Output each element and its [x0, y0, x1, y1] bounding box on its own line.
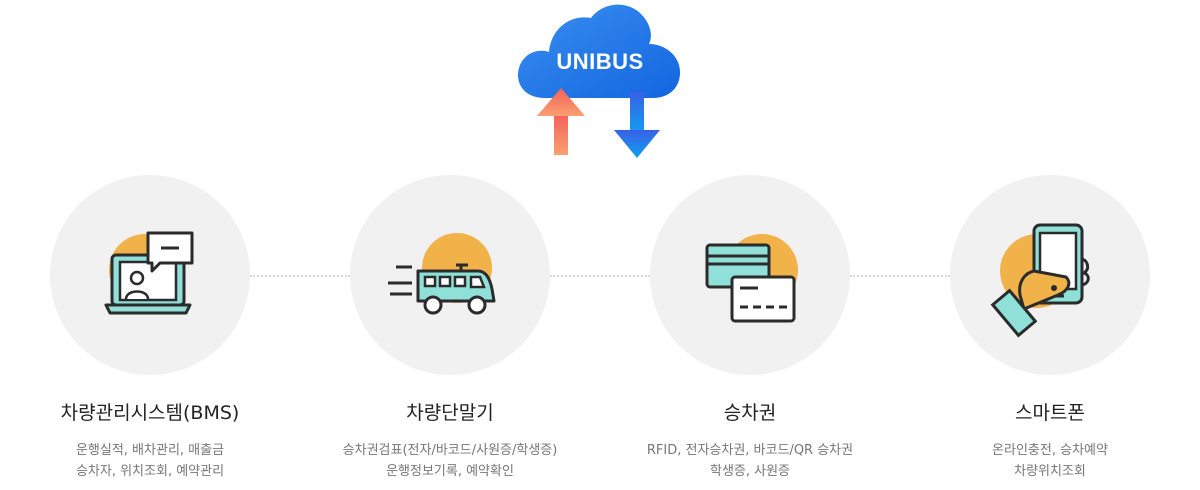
node-smartphone	[950, 175, 1150, 375]
connector-line	[550, 275, 650, 277]
node-desc-ticket: RFID, 전자승차권, 바코드/QR 승차권 학생증, 사원증	[600, 440, 900, 482]
connector-line	[250, 275, 350, 277]
node-bms	[50, 175, 250, 375]
desc-line: 차량위치조회	[1014, 464, 1086, 479]
desc-line: 운행정보기록, 예약확인	[386, 464, 514, 479]
desc-line: 운행실적, 배차관리, 매출금	[75, 443, 225, 458]
node-desc-terminal: 승차권검표(전자/바코드/사원증/학생증) 운행정보기록, 예약확인	[300, 440, 600, 482]
desc-line: 승차권검표(전자/바코드/사원증/학생증)	[342, 443, 558, 458]
node-title-bms: 차량관리시스템(BMS)	[60, 402, 240, 424]
desc-line: RFID, 전자승차권, 바코드/QR 승차권	[646, 443, 854, 458]
desc-line: 온라인충전, 승차예약	[992, 443, 1108, 458]
arrow-down-icon	[614, 92, 660, 158]
laptop-chat-icon	[104, 231, 194, 315]
node-title-ticket: 승차권	[723, 402, 777, 424]
node-desc-smartphone: 온라인충전, 승차예약 차량위치조회	[900, 440, 1200, 482]
unibus-cloud	[518, 4, 681, 158]
smartphone-hand-icon	[990, 223, 1090, 338]
node-title-terminal: 차량단말기	[406, 402, 494, 424]
bus-icon	[388, 233, 496, 315]
node-desc-bms: 운행실적, 배차관리, 매출금 승차자, 위치조회, 예약관리	[0, 440, 300, 482]
node-ticket	[650, 175, 850, 375]
desc-line: 승차자, 위치조회, 예약관리	[75, 464, 225, 479]
desc-line: 학생증, 사원증	[709, 464, 791, 479]
card-ticket-icon	[705, 234, 798, 323]
node-terminal	[350, 175, 550, 375]
cloud-label: UNIBUS	[556, 49, 644, 74]
connector-line	[850, 275, 950, 277]
arrow-up-icon	[537, 88, 585, 155]
node-title-smartphone: 스마트폰	[1015, 402, 1085, 424]
